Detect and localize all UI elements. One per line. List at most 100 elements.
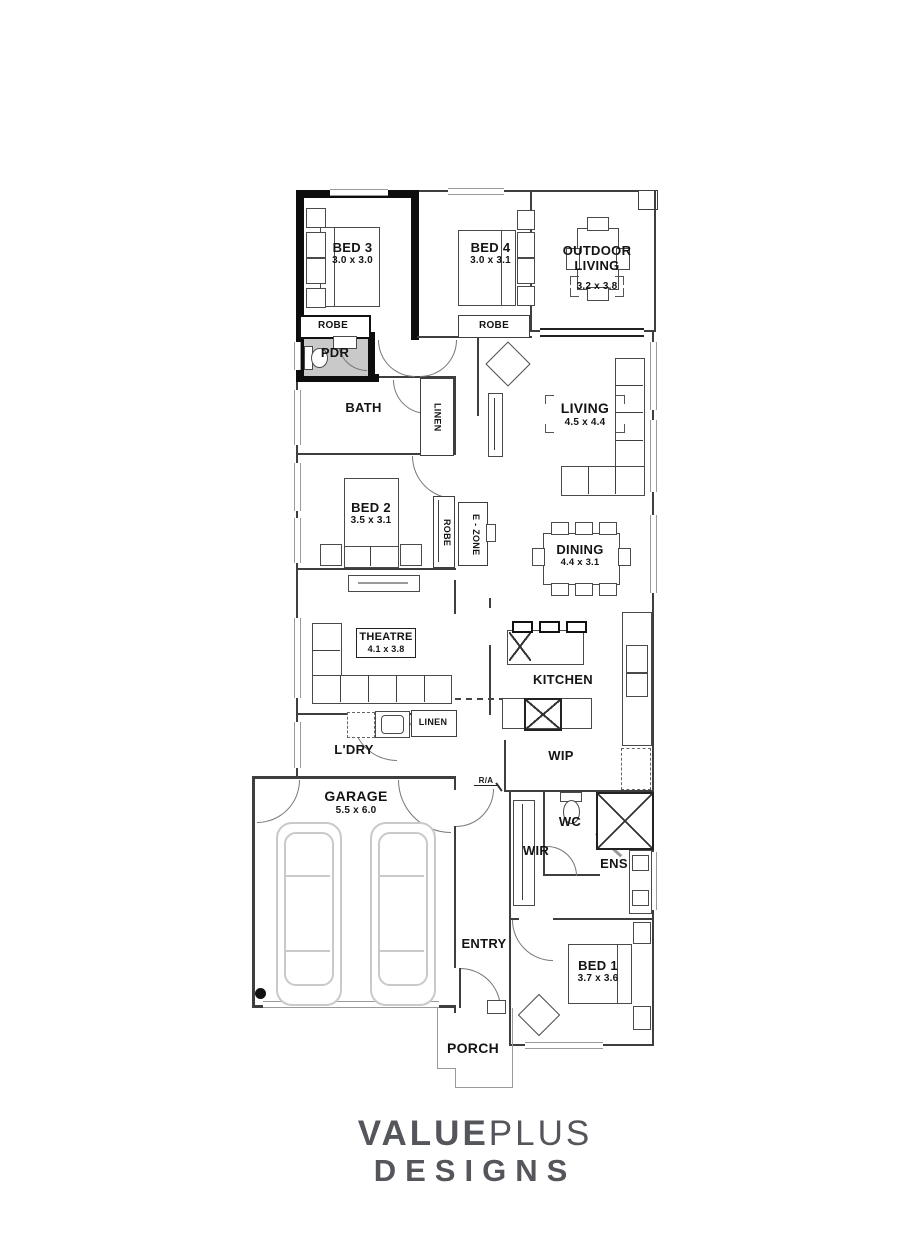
label-robe-bed4: ROBE <box>478 320 510 331</box>
wall <box>252 776 255 1008</box>
bedside-table <box>633 1006 651 1030</box>
door-arc <box>412 456 455 499</box>
room-name: GARAGE <box>324 788 388 804</box>
label-robe-bed2: ROBE <box>442 518 452 547</box>
robe-cupboard <box>299 315 371 339</box>
wall <box>652 332 654 1046</box>
stool <box>539 621 560 633</box>
toilet <box>563 800 580 824</box>
window <box>294 390 301 445</box>
dining-chair <box>599 583 617 596</box>
bedside-table <box>517 286 535 306</box>
label-ens: ENS <box>600 856 628 871</box>
window <box>294 618 301 698</box>
wall <box>296 568 456 570</box>
dining-chair <box>532 548 545 566</box>
wall <box>379 376 456 378</box>
armchair <box>517 993 561 1037</box>
room-dims: 3.5 x 3.1 <box>350 515 392 527</box>
window <box>294 342 301 370</box>
stool <box>512 621 533 633</box>
door-leaf <box>459 968 461 1008</box>
shower <box>596 792 654 850</box>
sofa-seam <box>615 412 643 413</box>
label-wc: WC <box>558 814 582 829</box>
room-dims: 4.4 x 3.1 <box>560 557 600 569</box>
room-name: THEATRE <box>359 631 413 643</box>
brand-logo: VALUEPLUS DESIGNS <box>295 1116 655 1186</box>
room-label-bed1: BED 1 3.7 x 3.6 <box>570 958 626 985</box>
porch-edge <box>455 1087 513 1088</box>
label-bath: BATH <box>345 400 382 415</box>
room-dims: 4.5 x 4.4 <box>564 416 606 428</box>
bedside-table <box>306 288 326 308</box>
room-name: DINING <box>556 542 604 557</box>
label-ezone: E - ZONE <box>471 514 481 556</box>
room-label-dining: DINING 4.4 x 3.1 <box>542 542 618 569</box>
tv-line <box>494 398 495 450</box>
window <box>294 722 301 768</box>
window <box>294 463 301 511</box>
label-robe-bed3: ROBE <box>317 320 349 331</box>
room-name: LIVING <box>560 400 610 416</box>
wall <box>296 190 304 382</box>
porch-edge <box>512 1008 513 1088</box>
car-windshield <box>378 875 424 877</box>
dining-chair <box>575 522 593 535</box>
brand-line1: VALUEPLUS <box>295 1116 655 1151</box>
room-dims: 5.5 x 6.0 <box>335 804 377 816</box>
sliding-door <box>540 328 644 337</box>
sofa-seam <box>615 440 643 441</box>
wall <box>296 382 298 778</box>
sofa-seam <box>424 675 425 702</box>
bedside-table <box>633 922 651 944</box>
brand-plus: PLUS <box>488 1114 593 1153</box>
armchair <box>485 341 531 387</box>
label-pdr: PDR <box>320 345 350 360</box>
window <box>330 189 388 196</box>
outdoor-chair <box>587 217 609 231</box>
wall-pier <box>638 190 658 210</box>
bed-pillows <box>501 230 516 306</box>
wall <box>296 374 379 382</box>
island-sink <box>509 632 531 661</box>
wall <box>454 580 456 614</box>
door-arc <box>378 340 415 377</box>
room-name: OUTDOOR LIVING <box>562 243 632 274</box>
room-dims: 3.2 x 3.8 <box>570 276 625 298</box>
room-name: BED 1 <box>578 958 618 973</box>
meter-symbol <box>255 988 266 999</box>
car-rear-window <box>284 950 330 952</box>
wall <box>543 792 545 876</box>
bedside-table <box>517 258 535 284</box>
dresser-handle <box>358 582 408 584</box>
room-dims: 3.0 x 3.1 <box>470 255 511 267</box>
sofa <box>561 466 645 496</box>
wall <box>489 645 491 715</box>
wall <box>489 598 491 608</box>
door-arc <box>512 920 553 961</box>
wall <box>438 1005 456 1008</box>
label-linen-hall: LINEN <box>420 378 454 456</box>
dining-chair <box>551 583 569 596</box>
wall <box>367 332 375 382</box>
room-label-theatre: THEATRE 4.1 x 3.8 <box>356 628 416 658</box>
wall <box>654 190 656 332</box>
bulkhead-line <box>455 698 505 700</box>
bed-pillows <box>344 546 399 568</box>
room-label-bed4: BED 4 3.0 x 3.1 <box>448 240 533 267</box>
dining-chair <box>551 522 569 535</box>
window <box>650 515 657 593</box>
wall <box>509 918 511 1046</box>
wardrobe-shelf <box>513 800 535 906</box>
wall <box>454 1005 456 1013</box>
room-label-outdoor-living: OUTDOOR LIVING 3.2 x 3.8 <box>554 243 640 297</box>
outdoor-chair <box>616 248 630 270</box>
stool <box>566 621 587 633</box>
oven <box>626 645 648 673</box>
linen-cupboard <box>411 710 457 737</box>
tv-unit <box>488 393 503 457</box>
room-label-bed2: BED 2 3.5 x 3.1 <box>342 500 400 527</box>
wall <box>532 190 656 192</box>
wall <box>454 776 456 790</box>
